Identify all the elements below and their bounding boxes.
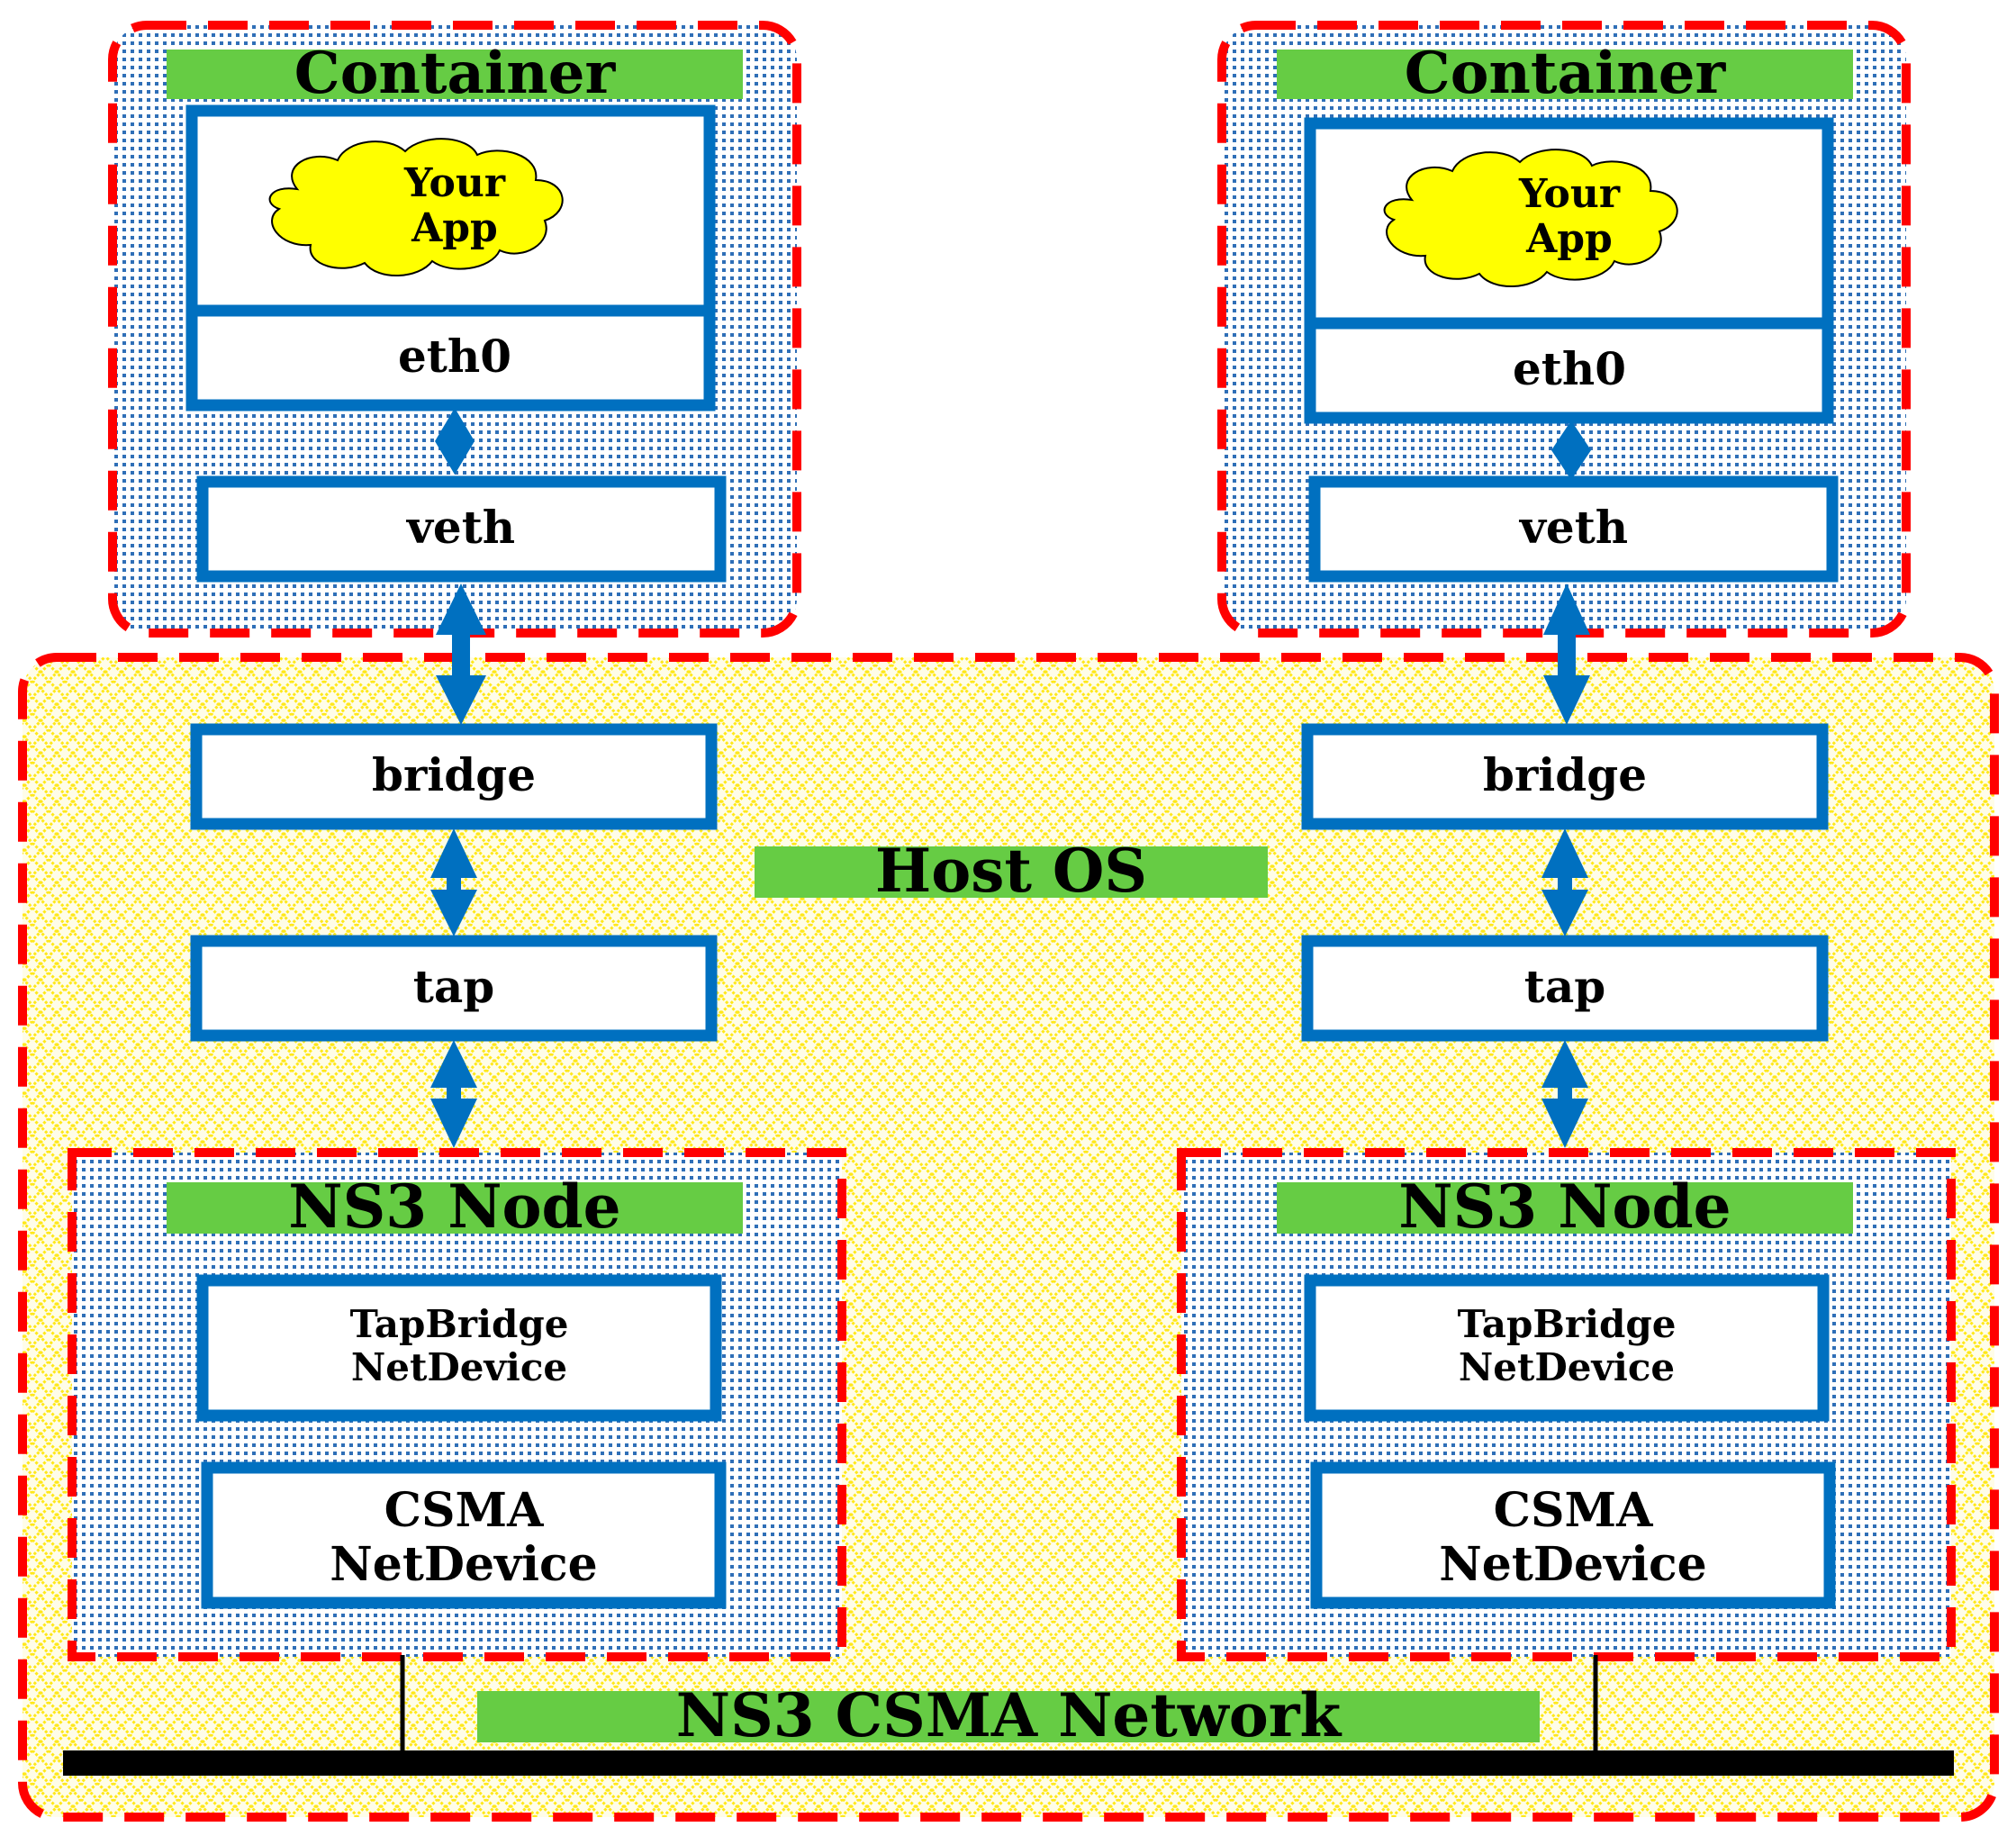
right-tapbridge-line2: NetDevice (1459, 1345, 1675, 1389)
right-ns3-node: NS3 Node TapBridge NetDevice CSMA NetDev… (1177, 1148, 1956, 1661)
right-tap-node-arrow (1541, 1040, 1588, 1148)
network-bus (63, 1750, 1954, 1776)
left-eth0-box (185, 304, 716, 412)
left-container-label-bg (167, 50, 743, 99)
left-veth-label: veth (406, 501, 515, 554)
host-os-label-bg (755, 846, 1268, 898)
left-veth-box (196, 475, 727, 583)
right-tapbridge-line1: TapBridge (1458, 1302, 1677, 1346)
left-tapbridge-box (196, 1274, 722, 1422)
right-bridge-box (1301, 723, 1829, 830)
left-app-line1: Your (403, 160, 506, 206)
left-tap-label: tap (413, 960, 494, 1013)
right-app-line2: App (1525, 216, 1613, 262)
left-veth-bridge-arrow (436, 583, 486, 725)
left-csma-line1: CSMA (384, 1483, 545, 1538)
left-container: Container Your App eth0 veth (108, 21, 801, 638)
left-ns3-node: NS3 Node TapBridge NetDevice CSMA NetDev… (68, 1148, 846, 1661)
left-eth0-label: eth0 (398, 330, 511, 383)
right-csma-box (1310, 1461, 1836, 1609)
right-eth0-label: eth0 (1513, 342, 1626, 395)
left-tapbridge-line2: NetDevice (351, 1345, 567, 1389)
left-node-title: NS3 Node (288, 1171, 620, 1242)
left-eth0-veth-connector (435, 408, 475, 475)
right-tap-box (1301, 935, 1829, 1042)
right-node-title: NS3 Node (1398, 1171, 1731, 1242)
left-bridge-box (190, 723, 718, 830)
right-eth0-box (1304, 317, 1834, 424)
left-tapbridge-line1: TapBridge (350, 1302, 569, 1346)
right-node-label-bg (1277, 1182, 1853, 1234)
right-bridge-tap-arrow (1541, 828, 1588, 936)
right-tap-label: tap (1524, 960, 1605, 1013)
left-bridge-tap-arrow (430, 828, 477, 936)
host-os-title: Host OS (875, 836, 1147, 906)
right-container-label-bg (1277, 50, 1853, 99)
left-tap-node-arrow (430, 1040, 477, 1148)
right-veth-box (1308, 475, 1839, 583)
network-label-bg (477, 1691, 1540, 1742)
right-veth-bridge-arrow (1543, 583, 1590, 725)
right-veth-label: veth (1519, 501, 1628, 554)
left-app-line2: App (411, 205, 498, 251)
network-title: NS3 CSMA Network (676, 1680, 1342, 1750)
left-app-cloud (268, 138, 564, 276)
right-container-title: Container (1405, 40, 1727, 107)
right-container: Container Your App eth0 veth (1217, 21, 1911, 638)
left-container-title: Container (294, 40, 617, 107)
connection-arrows (430, 583, 1590, 1148)
right-app-cloud (1383, 149, 1678, 287)
right-app-line1: Your (1518, 171, 1621, 217)
left-csma-box (201, 1461, 727, 1609)
right-eth0-veth-connector (1551, 421, 1591, 480)
right-tapbridge-box (1304, 1274, 1830, 1422)
csma-network: NS3 CSMA Network (63, 1655, 1954, 1776)
right-csma-line2: NetDevice (1439, 1537, 1707, 1592)
left-csma-line2: NetDevice (330, 1537, 598, 1592)
left-tap-box (190, 935, 718, 1042)
left-node-label-bg (167, 1182, 743, 1234)
right-csma-line1: CSMA (1494, 1483, 1654, 1538)
left-bridge-label: bridge (372, 748, 536, 801)
right-bridge-label: bridge (1483, 748, 1647, 801)
